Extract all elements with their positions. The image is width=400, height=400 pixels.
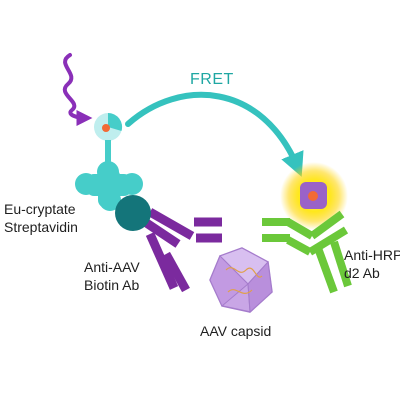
d2-acceptor-icon (300, 182, 327, 209)
fret-label: FRET (190, 71, 234, 88)
label-aav-capsid: AAV capsid (200, 323, 271, 339)
eu-cryptate-donor-icon (94, 112, 123, 141)
label-biotin-ab: Biotin Ab (84, 277, 139, 293)
biotin-icon (115, 195, 151, 231)
fret-arrow (125, 92, 304, 177)
excitation-light-arrow (62, 53, 93, 126)
donor-linker (105, 140, 111, 162)
label-anti-hrp: Anti-HRP (344, 247, 400, 263)
anti-hrp-antibody-icon (262, 210, 352, 294)
aav-capsid-icon (209, 247, 273, 314)
streptavidin-icon (75, 161, 143, 211)
label-d2-ab: d2 Ab (344, 265, 380, 281)
label-anti-aav: Anti-AAV (84, 259, 140, 275)
label-streptavidin: Streptavidin (4, 219, 78, 235)
label-eu-cryptate: Eu-cryptate (4, 201, 76, 217)
